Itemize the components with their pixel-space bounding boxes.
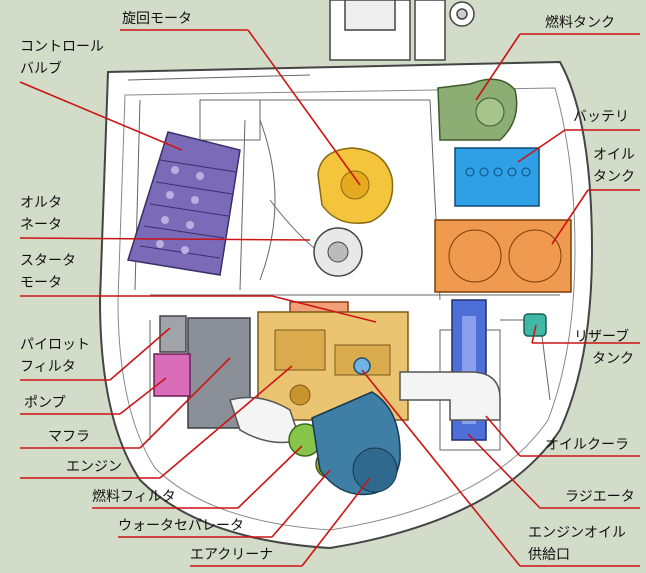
swing-motor-part xyxy=(317,147,394,224)
boom-mount xyxy=(329,0,475,61)
label-oil-tank-line2: タンク xyxy=(593,169,635,185)
label-air-cleaner: エアクリーナ xyxy=(190,547,274,563)
label-reserve-tank-line2: タンク xyxy=(592,351,634,367)
oil-tank-part xyxy=(434,219,572,293)
label-oil-cooler: オイルクーラ xyxy=(545,437,629,453)
label-starter-line2: モータ xyxy=(20,275,62,291)
label-muffler: マフラ xyxy=(48,429,90,445)
leader-lines xyxy=(19,29,640,567)
label-oil-tank-line1: オイル xyxy=(593,147,635,163)
label-fuel-tank: 燃料タンク xyxy=(545,15,615,31)
label-radiator: ラジエータ xyxy=(565,489,635,505)
fuel-tank-part xyxy=(437,78,518,141)
label-alternator-line2: ネータ xyxy=(20,217,62,233)
alternator-part xyxy=(313,227,363,277)
label-engine: エンジン xyxy=(66,459,122,475)
label-pump: ポンプ xyxy=(24,395,66,411)
pump-part xyxy=(153,353,191,397)
reserve-tank-part xyxy=(523,313,547,337)
air-cleaner-part xyxy=(311,391,401,496)
pilot-filter-part xyxy=(159,315,187,353)
label-starter-line1: スタータ xyxy=(20,253,76,269)
label-reserve-tank-line1: リザーブ xyxy=(574,329,630,345)
label-fuel-filter: 燃料フィルタ xyxy=(92,489,176,505)
intake-duct-part xyxy=(229,371,501,444)
chassis-inner-line xyxy=(117,87,576,531)
engine-oil-filler-part xyxy=(353,357,371,375)
label-pilot-filter-line1: パイロット xyxy=(20,337,90,353)
label-swing-motor: 旋回モータ xyxy=(122,11,192,27)
label-control-valve-line1: コントロール xyxy=(20,39,104,55)
label-pilot-filter-line2: フィルタ xyxy=(20,359,76,375)
label-control-valve-line2: バルブ xyxy=(20,61,62,77)
label-alternator-line1: オルタ xyxy=(20,195,62,211)
label-water-separator: ウォータセパレータ xyxy=(118,518,244,534)
label-battery: バッテリ xyxy=(573,109,629,125)
label-engine-oil-line2: 供給口 xyxy=(528,547,570,563)
label-engine-oil-line1: エンジンオイル xyxy=(528,525,626,541)
